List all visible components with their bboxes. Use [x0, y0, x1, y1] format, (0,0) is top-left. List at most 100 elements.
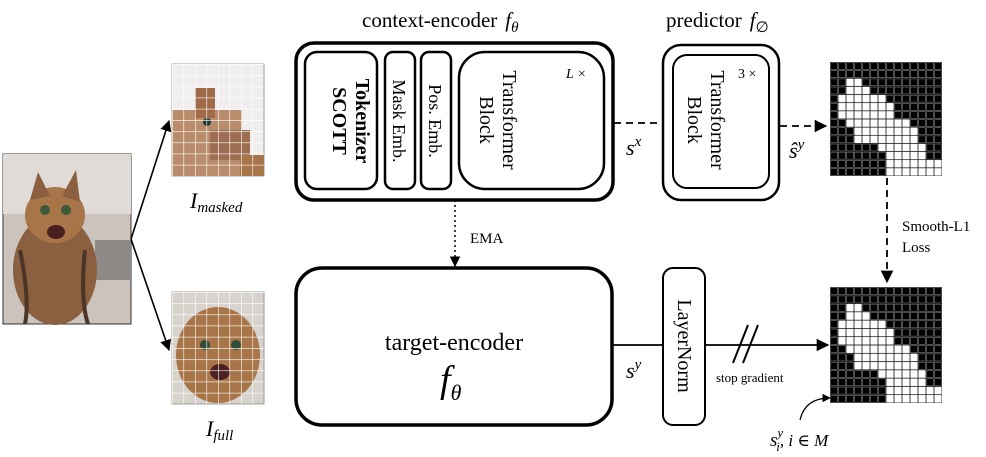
- token-cell: [862, 386, 870, 395]
- tokenizer-label: Tokenizer: [351, 79, 373, 164]
- token-cell: [886, 135, 894, 144]
- token-cell: [918, 361, 926, 370]
- token-cell: [838, 70, 846, 78]
- token-cell: [894, 111, 902, 119]
- token-cell: [838, 78, 846, 87]
- token-cell: [918, 337, 926, 345]
- token-cell: [830, 370, 838, 378]
- token-cell: [934, 287, 942, 295]
- token-cell: [894, 78, 902, 87]
- token-cell: [902, 86, 910, 95]
- token-cell: [886, 295, 894, 304]
- token-cell: [878, 320, 886, 329]
- token-cell: [918, 303, 926, 312]
- token-cell: [870, 111, 878, 119]
- token-cell: [910, 168, 918, 176]
- token-cell: [862, 86, 870, 95]
- token-cell: [926, 168, 934, 176]
- token-cell: [870, 303, 878, 312]
- token-cell: [846, 337, 854, 345]
- token-cell: [838, 143, 846, 152]
- token-cell: [926, 78, 934, 87]
- token-cell: [926, 143, 934, 152]
- token-cell: [846, 111, 854, 119]
- arrow-to-masked: [130, 119, 172, 240]
- token-cell: [918, 135, 926, 144]
- token-cell: [934, 103, 942, 111]
- token-cell: [870, 78, 878, 87]
- token-cell: [846, 94, 854, 103]
- token-cell: [854, 337, 862, 345]
- token-cell: [910, 127, 918, 135]
- token-cell: [934, 111, 942, 119]
- token-cell: [910, 111, 918, 119]
- token-cell: [862, 295, 870, 304]
- stop-gradient-mark-2: [742, 324, 759, 364]
- token-cell: [886, 353, 894, 362]
- token-cell: [830, 160, 838, 168]
- token-cell: [862, 337, 870, 345]
- token-cell: [902, 386, 910, 395]
- token-cell: [862, 312, 870, 320]
- token-cell: [854, 111, 862, 119]
- token-cell: [854, 312, 862, 320]
- token-cell: [894, 127, 902, 135]
- token-cell: [902, 353, 910, 362]
- token-cell: [854, 361, 862, 370]
- token-cell: [846, 103, 854, 111]
- token-cell: [934, 94, 942, 103]
- token-cell: [894, 168, 902, 176]
- token-cell: [910, 62, 918, 70]
- token-cell: [918, 151, 926, 160]
- token-cell: [910, 295, 918, 304]
- token-cell: [894, 328, 902, 337]
- token-cell: [854, 378, 862, 387]
- token-cell: [870, 361, 878, 370]
- token-cell: [918, 320, 926, 329]
- target-encoder-title: target-encoder: [385, 330, 523, 356]
- token-cell: [830, 353, 838, 362]
- token-cell: [886, 395, 894, 403]
- token-cell: [838, 353, 846, 362]
- token-cell: [830, 345, 838, 353]
- token-cell: [934, 119, 942, 127]
- scott-tokenizer-box: [303, 50, 379, 191]
- token-cell: [918, 119, 926, 127]
- token-cell: [902, 160, 910, 168]
- token-cell: [894, 94, 902, 103]
- token-cell: [854, 119, 862, 127]
- token-cell: [926, 135, 934, 144]
- token-cell: [878, 151, 886, 160]
- token-cell: [862, 287, 870, 295]
- token-cell: [910, 86, 918, 95]
- token-cell: [878, 337, 886, 345]
- token-cell: [846, 168, 854, 176]
- token-cell: [870, 119, 878, 127]
- token-cell: [910, 103, 918, 111]
- token-cell: [918, 160, 926, 168]
- scott-label: SCOTT: [328, 87, 350, 155]
- token-cell: [886, 94, 894, 103]
- token-cell: [934, 303, 942, 312]
- token-cell: [838, 378, 846, 387]
- token-cell: [886, 303, 894, 312]
- token-cell: [830, 127, 838, 135]
- token-cell: [902, 78, 910, 87]
- token-cell: [918, 328, 926, 337]
- token-cell: [878, 135, 886, 144]
- token-cell: [838, 168, 846, 176]
- ctx-transformer-label-1: Transformer: [498, 70, 520, 170]
- token-cell: [854, 86, 862, 95]
- input-cat-image: [2, 153, 132, 325]
- token-cell: [918, 70, 926, 78]
- s-y-label: sy: [626, 357, 642, 383]
- token-cell: [862, 328, 870, 337]
- token-cell: [910, 151, 918, 160]
- token-cell: [830, 62, 838, 70]
- token-cell: [886, 103, 894, 111]
- token-cell: [886, 361, 894, 370]
- token-cell: [926, 94, 934, 103]
- token-cell: [926, 312, 934, 320]
- token-cell: [830, 119, 838, 127]
